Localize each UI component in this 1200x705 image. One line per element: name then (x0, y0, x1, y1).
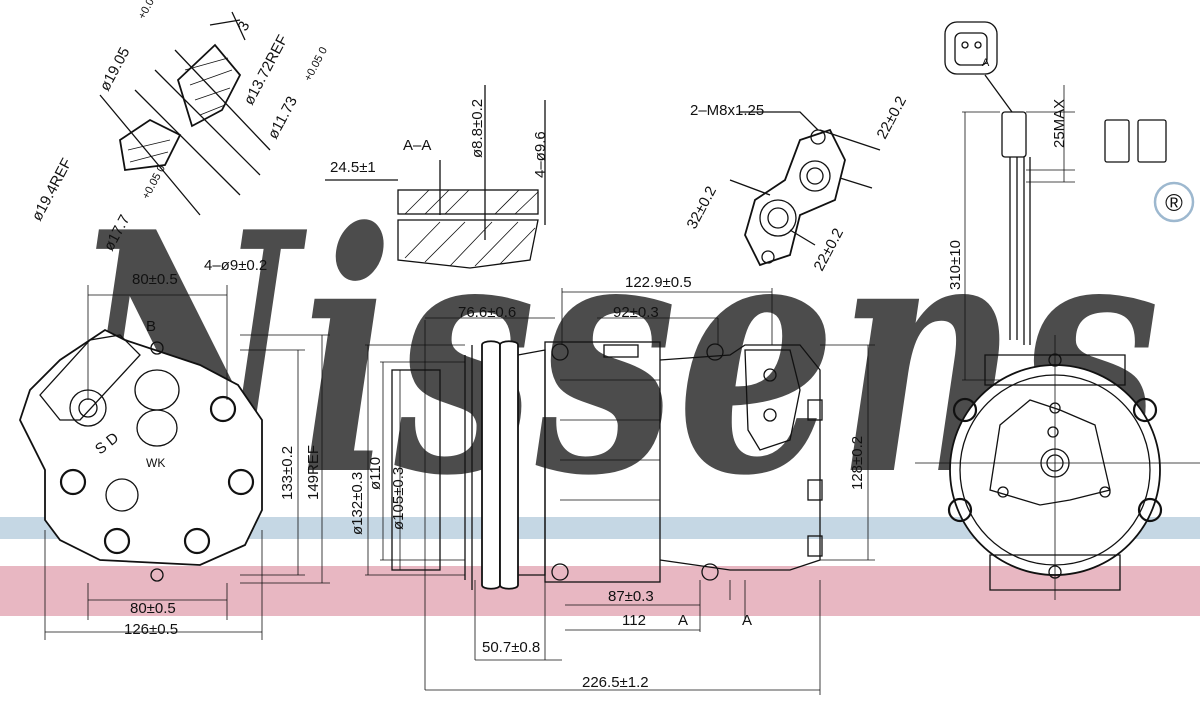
rear-cable-length: 310±10 (947, 240, 964, 290)
side-len-92: 92±0.3 (613, 304, 659, 321)
side-len-766: 76.6±0.6 (458, 304, 516, 321)
side-dia-110: ø110 (367, 457, 384, 490)
section-aa-hole-count: 4–ø9.6 (532, 131, 549, 178)
front-width-bottom: 80±0.5 (130, 600, 176, 617)
registered-mark-icon: ® (1153, 181, 1195, 223)
side-label-a1: A (678, 612, 688, 629)
mount-plate-thread: 2–M8x1.25 (690, 102, 764, 119)
side-label-a2: A (742, 612, 752, 629)
front-height-149: 149REF (305, 445, 322, 500)
rear-connector-label: A (982, 57, 990, 69)
section-aa-title: A–A (403, 137, 431, 154)
side-len-87: 87±0.3 (608, 588, 654, 605)
front-height-133: 133±0.2 (279, 446, 296, 500)
blue-band (0, 517, 1200, 539)
section-aa-drawing (325, 85, 546, 269)
side-len-112: 112 (622, 612, 646, 629)
front-label-wk: WK (146, 456, 165, 470)
fitting-dia-1173: ø11.73 (265, 94, 301, 142)
fitting-dim-3: 3 (235, 19, 254, 34)
pink-band (0, 566, 1200, 616)
fitting-dia-1905: ø19.05 (97, 45, 134, 94)
side-height-128: 128±0.2 (849, 436, 866, 490)
side-len-507: 50.7±0.8 (482, 639, 540, 656)
side-len-total: 226.5±1.2 (582, 674, 649, 691)
front-view-drawing (19, 285, 330, 640)
section-aa-width: 24.5±1 (330, 159, 376, 176)
fitting-detail (99, 11, 271, 216)
front-holes: 4–ø9±0.2 (204, 257, 267, 274)
side-len-1229: 122.9±0.5 (625, 274, 692, 291)
side-dia-132: ø132±0.3 (349, 472, 366, 535)
mount-plate-dim-22a: 22±0.2 (874, 93, 911, 141)
fitting-dia-1905-tol: +0.05 0 (136, 0, 164, 21)
fitting-dia-1173-tol: +0.05 0 (302, 45, 330, 83)
front-width-overall: 126±0.5 (124, 621, 178, 638)
side-view-drawing (365, 288, 875, 695)
side-dia-105: ø105±0.3 (390, 467, 407, 530)
front-label-b: B (146, 318, 156, 335)
mount-plate-drawing (729, 111, 881, 267)
front-width-top: 80±0.5 (132, 271, 178, 288)
fitting-dia-194: ø19.4REF (29, 156, 76, 224)
section-aa-hole-dia: ø8.8±0.2 (469, 99, 486, 158)
svg-text:®: ® (1165, 190, 1183, 217)
rear-view-drawing (915, 21, 1200, 600)
rear-max: 25MAX (1051, 99, 1068, 148)
